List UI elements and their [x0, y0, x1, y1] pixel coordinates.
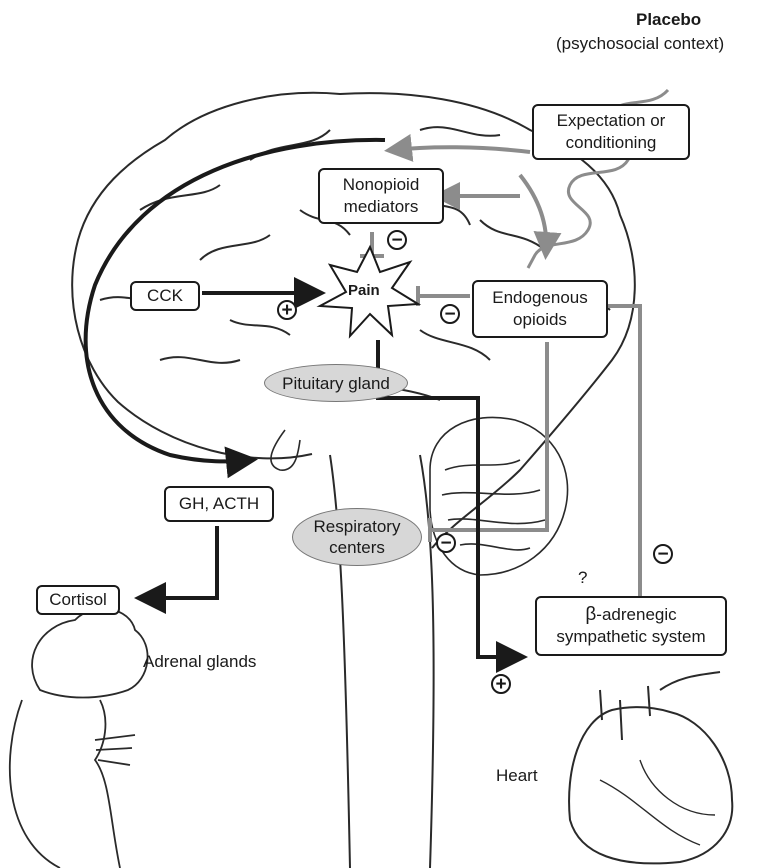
- pituitary-stalk: [271, 430, 300, 470]
- respiratory-centers-oval: Respiratory centers: [292, 508, 422, 566]
- placebo-title: Placebo: [636, 10, 701, 30]
- gh-acth-box: GH, ACTH: [164, 486, 274, 522]
- nonopioid-box: Nonopioid mediators: [318, 168, 444, 224]
- pain-label: Pain: [348, 282, 380, 299]
- cck-box: CCK: [130, 281, 200, 311]
- plus-sign-cck: +: [277, 300, 297, 320]
- cortisol-box: Cortisol: [36, 585, 120, 615]
- question-mark: ?: [578, 568, 587, 588]
- beta-adrenergic-box: β-adrenegic sympathetic system: [535, 596, 727, 656]
- adrenal-kidney: [10, 609, 148, 868]
- endogenous-opioids-box: Endogenous opioids: [472, 280, 608, 338]
- beta-prefix: β: [585, 604, 596, 625]
- minus-sign-sympathetic: −: [653, 544, 673, 564]
- heart-drawing: [569, 672, 732, 863]
- adrenal-glands-label: Adrenal glands: [143, 652, 256, 672]
- plus-sign-sympathetic: +: [491, 674, 511, 694]
- minus-sign-nonopioid: −: [387, 230, 407, 250]
- placebo-subtitle: (psychosocial context): [556, 34, 724, 54]
- beta-text: -adrenegic sympathetic system: [556, 605, 705, 646]
- minus-sign-respiratory: −: [436, 533, 456, 553]
- pituitary-gland-oval: Pituitary gland: [264, 364, 408, 402]
- expectation-box: Expectation or conditioning: [532, 104, 690, 160]
- beta-adrenergic-text: β-adrenegic sympathetic system: [556, 604, 705, 648]
- minus-sign-opioid-pain: −: [440, 304, 460, 324]
- heart-label: Heart: [496, 766, 538, 786]
